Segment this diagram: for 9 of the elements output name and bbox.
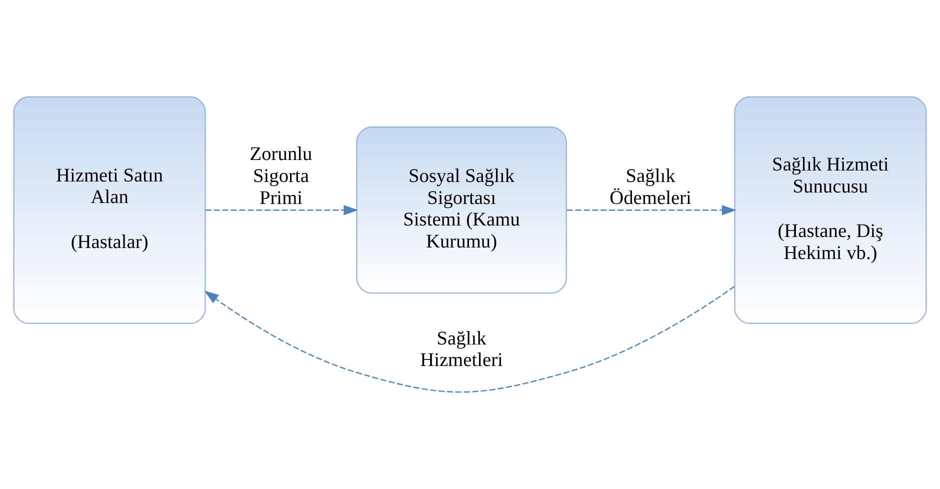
arrow bbox=[205, 205, 358, 216]
arrow bbox=[204, 286, 735, 393]
node-box: Sosyal Sağlık Sigortası Sistemi (Kamu Kurumu) bbox=[356, 126, 567, 294]
edge-label: Sağlık Ödemeleri bbox=[610, 166, 692, 209]
node-box: Sağlık Hizmeti Sunucusu (Hastane, Diş Hekimi vb.) bbox=[734, 96, 927, 324]
edge-label: Sağlık Hizmetleri bbox=[420, 328, 503, 372]
edge-label: Zorunlu Sigorta Primi bbox=[250, 144, 312, 209]
arrow bbox=[566, 205, 736, 216]
node-box: Hizmeti Satın Alan (Hastalar) bbox=[13, 96, 206, 324]
